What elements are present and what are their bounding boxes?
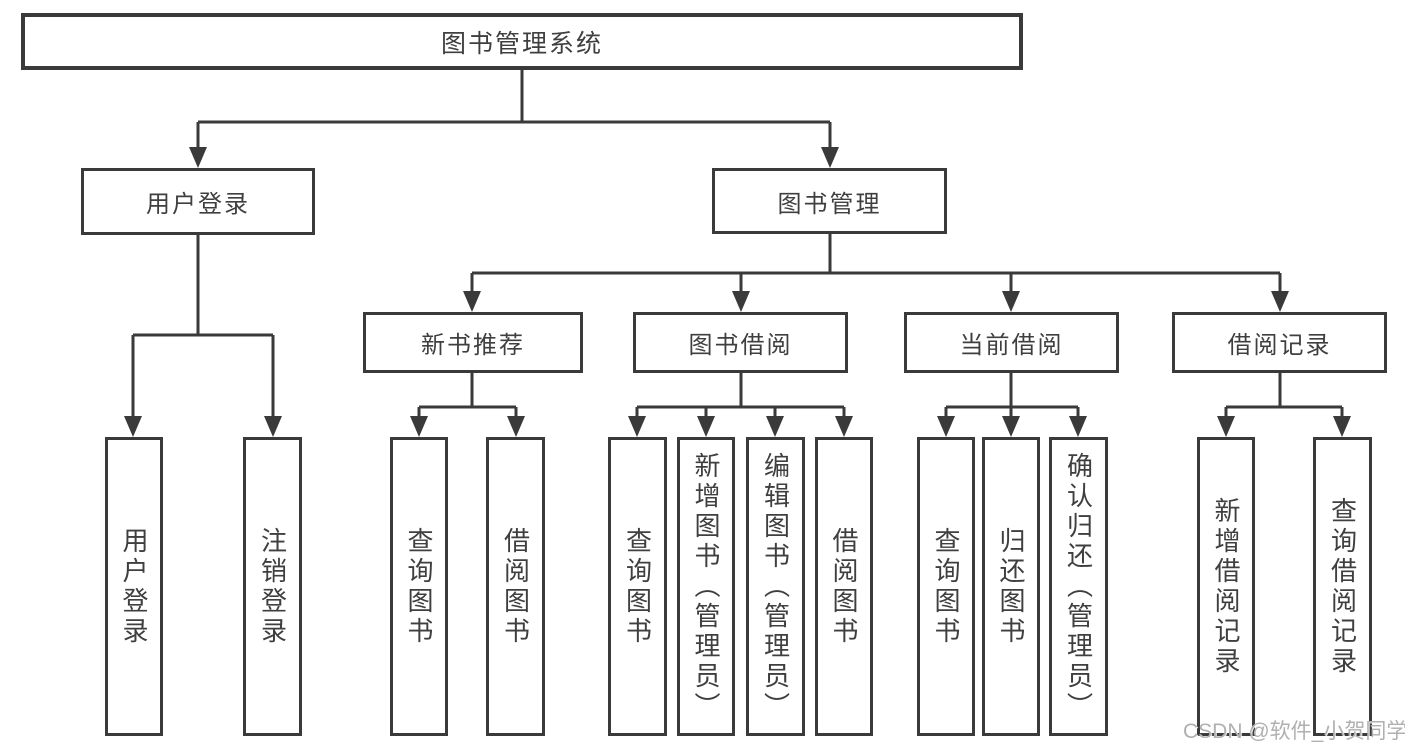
node-current-borrow: 当前借阅 — [904, 312, 1119, 373]
node-leaf-return-books: 归还图书 — [982, 437, 1040, 736]
node-label: 图书管理系统 — [440, 29, 603, 58]
node-library-management-system: 图书管理系统 — [21, 13, 1023, 70]
node-label: 新增图书（管理员） — [691, 451, 721, 722]
arrowheads — [124, 147, 1351, 437]
node-label: 查询借阅记录 — [1327, 496, 1358, 677]
node-leaf-borrow-books: 借阅图书 — [815, 437, 873, 736]
node-book-borrow: 图书借阅 — [633, 312, 848, 373]
node-leaf-query-borrow-record: 查询借阅记录 — [1313, 437, 1372, 736]
node-label: 借阅记录 — [1227, 332, 1332, 359]
node-label: 查询图书 — [404, 526, 434, 647]
node-leaf-query-books-current: 查询图书 — [917, 437, 975, 736]
node-label: 新书推荐 — [421, 332, 525, 359]
node-label: 归还图书 — [996, 526, 1026, 647]
node-leaf-edit-books-admin: 编辑图书（管理员） — [746, 437, 805, 736]
node-leaf-logout: 注销登录 — [243, 437, 302, 736]
node-label: 图书借阅 — [688, 332, 793, 359]
node-leaf-query-books-borrow: 查询图书 — [608, 437, 667, 736]
node-label: 编辑图书（管理员） — [760, 451, 791, 722]
node-leaf-add-books-admin: 新增图书（管理员） — [677, 437, 735, 736]
node-leaf-query-books-recommend: 查询图书 — [390, 437, 448, 736]
watermark: CSDN @软件_小贺同学 — [1183, 720, 1405, 743]
node-leaf-user-login: 用户登录 — [105, 437, 163, 736]
node-borrow-records: 借阅记录 — [1172, 312, 1387, 373]
node-leaf-add-borrow-record: 新增借阅记录 — [1197, 437, 1255, 736]
node-label: 查询图书 — [931, 526, 961, 647]
node-label: 用户登录 — [119, 526, 149, 647]
node-label: 注销登录 — [257, 526, 288, 647]
node-leaf-borrow-books-recommend: 借阅图书 — [486, 437, 545, 736]
node-new-book-recommend: 新书推荐 — [363, 312, 583, 373]
node-label: 新增借阅记录 — [1211, 496, 1241, 677]
node-label: 图书管理 — [777, 190, 882, 218]
node-label: 用户登录 — [146, 191, 250, 218]
node-label: 当前借阅 — [959, 332, 1064, 359]
node-leaf-confirm-return-admin: 确认归还（管理员） — [1049, 437, 1108, 736]
node-book-management: 图书管理 — [712, 168, 947, 234]
node-label: 借阅图书 — [829, 526, 859, 647]
node-label: 借阅图书 — [500, 526, 531, 647]
node-user-login: 用户登录 — [81, 168, 315, 235]
node-label: 查询图书 — [622, 526, 653, 647]
node-label: 确认归还（管理员） — [1063, 451, 1094, 722]
